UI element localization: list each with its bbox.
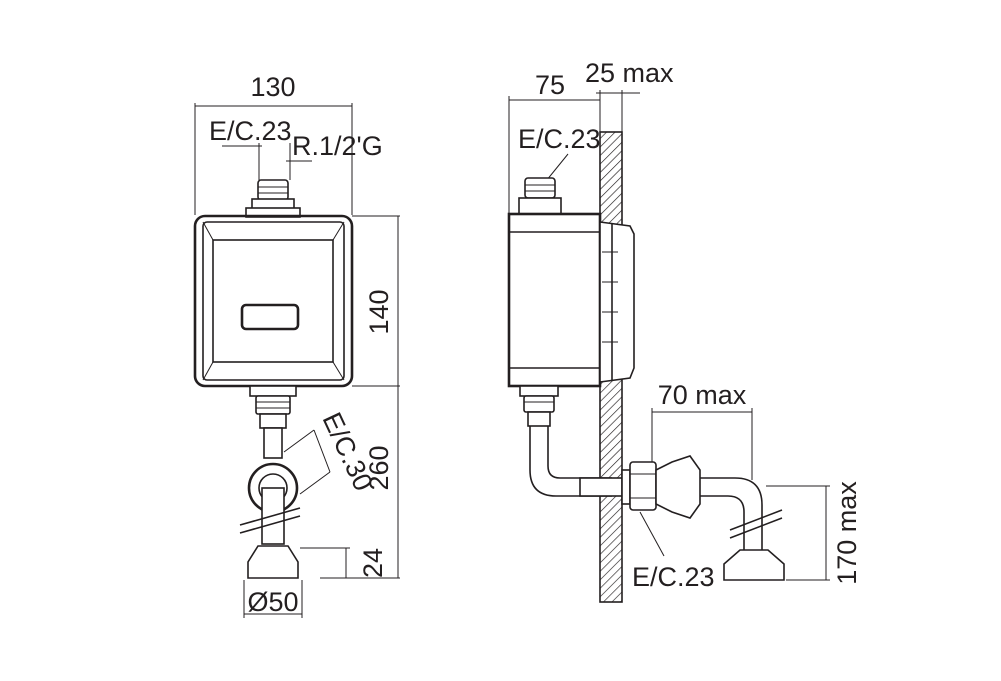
height-label: 140 (364, 289, 394, 334)
foot-label: 24 (358, 548, 388, 578)
bottom-pipe (239, 385, 301, 579)
side-top-fitting: E/C.23 (518, 124, 601, 215)
offset-dimension: 70 max (651, 380, 753, 480)
height-dimensions: 140 260 24 (300, 215, 400, 579)
connector-label: E/C.23 (209, 116, 292, 146)
diameter-label: Ø50 (247, 587, 298, 617)
diameter-dimension: Ø50 (243, 580, 303, 618)
offset-label: 70 max (658, 380, 747, 410)
union-label: E/C.23 (632, 562, 715, 592)
depth-label: 75 (535, 70, 565, 100)
drop-label: 260 (364, 445, 394, 490)
top-fitting (245, 179, 301, 218)
wall-label: 25 max (585, 58, 674, 88)
side-height-label: 170 max (832, 481, 862, 585)
side-height-dimension: 170 max (766, 481, 862, 585)
control-box (193, 214, 354, 388)
side-pipe (519, 385, 785, 581)
side-view: 75 25 max E/C.23 (507, 58, 862, 603)
side-connector-label: E/C.23 (518, 124, 601, 154)
side-box (507, 212, 635, 388)
width-dimension: 130 (194, 72, 353, 215)
connector-dimension: E/C.23 R.1/2'G (209, 116, 383, 180)
depth-dimension: 75 25 max (508, 58, 674, 214)
front-view: 130 E/C.23 R.1/2'G (193, 72, 400, 618)
width-label: 130 (250, 72, 295, 102)
thread-label: R.1/2'G (292, 131, 383, 161)
